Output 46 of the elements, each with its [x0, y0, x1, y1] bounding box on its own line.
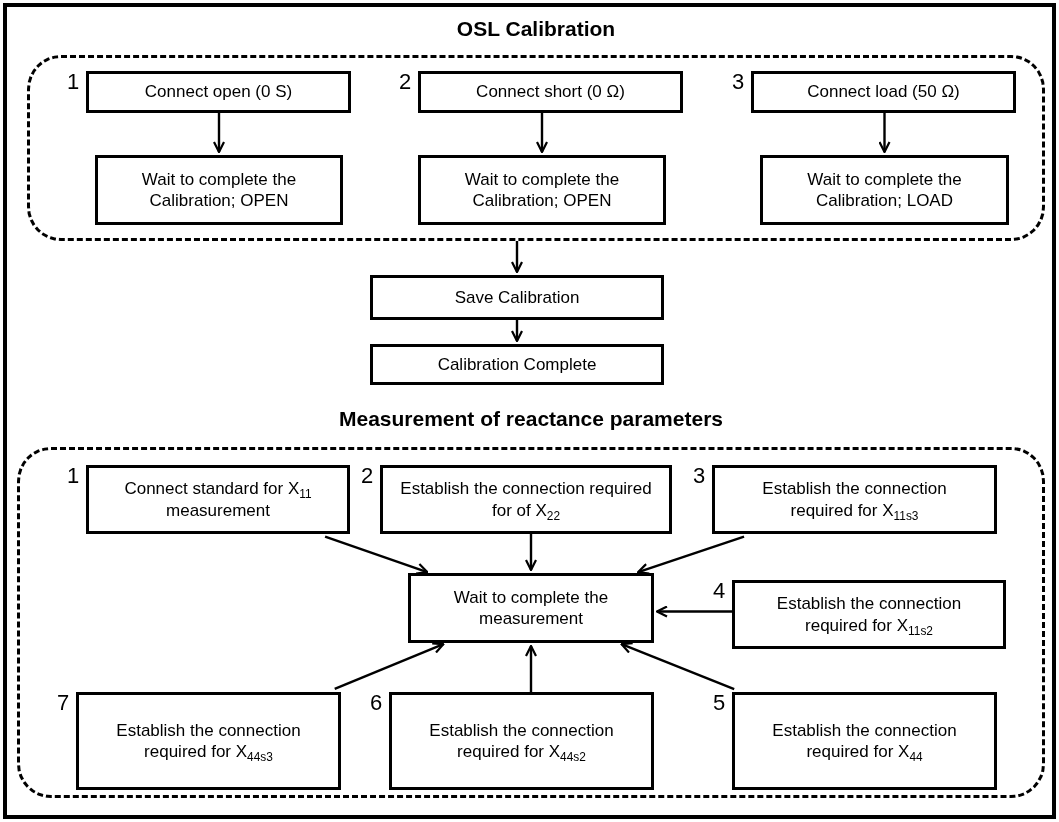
arrow	[524, 644, 538, 692]
box-text: Connect open (0 S)	[144, 81, 293, 103]
box-text: Wait to complete the Calibration; OPEN	[140, 168, 298, 212]
arrow	[524, 534, 538, 572]
arrow	[535, 113, 549, 154]
box-text: Wait to complete the measurement	[452, 586, 610, 630]
box-text: Calibration Complete	[437, 353, 597, 376]
box-text: Establish the connection required for X$_{44s3}$	[115, 719, 302, 763]
arrow	[334, 642, 445, 691]
group-heading: OSL Calibration	[455, 17, 617, 41]
step-number: 2	[399, 68, 412, 96]
process-box	[370, 344, 664, 385]
group-heading: Measurement of reactance parameters	[338, 407, 724, 431]
box-text: Connect load (50 Ω)	[807, 81, 960, 103]
step-number: 2	[361, 462, 374, 490]
process-box	[95, 155, 343, 225]
step-number: 5	[713, 689, 726, 717]
step-number: 3	[693, 462, 706, 490]
box-text: Wait to complete the Calibration; LOAD	[806, 168, 963, 212]
process-box	[408, 573, 654, 643]
step-number: 4	[713, 577, 726, 605]
arrow	[655, 605, 732, 618]
box-text: Save Calibration	[454, 286, 580, 309]
process-box	[370, 275, 664, 320]
process-box	[760, 155, 1009, 225]
box-text: Establish the connection required for X$_{11s2}$	[775, 593, 963, 636]
arrow	[510, 320, 524, 343]
box-text: Establish the connection required for X$_{44}$	[771, 719, 958, 763]
step-number: 3	[732, 68, 745, 96]
arrow	[510, 241, 524, 274]
box-text: Establish the connection required for X$_{11s3}$	[761, 478, 948, 521]
box-text: Establish the connection required for of X$_{22}$	[399, 478, 653, 521]
arrow	[620, 642, 735, 691]
box-text: Establish the connection required for X$_{44s2}$	[428, 719, 615, 763]
box-text: Connect standard for X$_{11}$ measurement	[123, 478, 313, 521]
step-number: 1	[67, 68, 80, 96]
arrow	[637, 535, 745, 575]
box-text: Connect short (0 Ω)	[476, 81, 625, 103]
arrow	[878, 113, 891, 154]
step-number: 6	[370, 689, 383, 717]
process-box	[418, 155, 666, 225]
arrow	[324, 535, 429, 575]
box-text: Wait to complete the Calibration; OPEN	[463, 168, 621, 212]
step-number: 1	[67, 462, 80, 490]
arrow	[212, 113, 226, 154]
step-number: 7	[57, 689, 70, 717]
